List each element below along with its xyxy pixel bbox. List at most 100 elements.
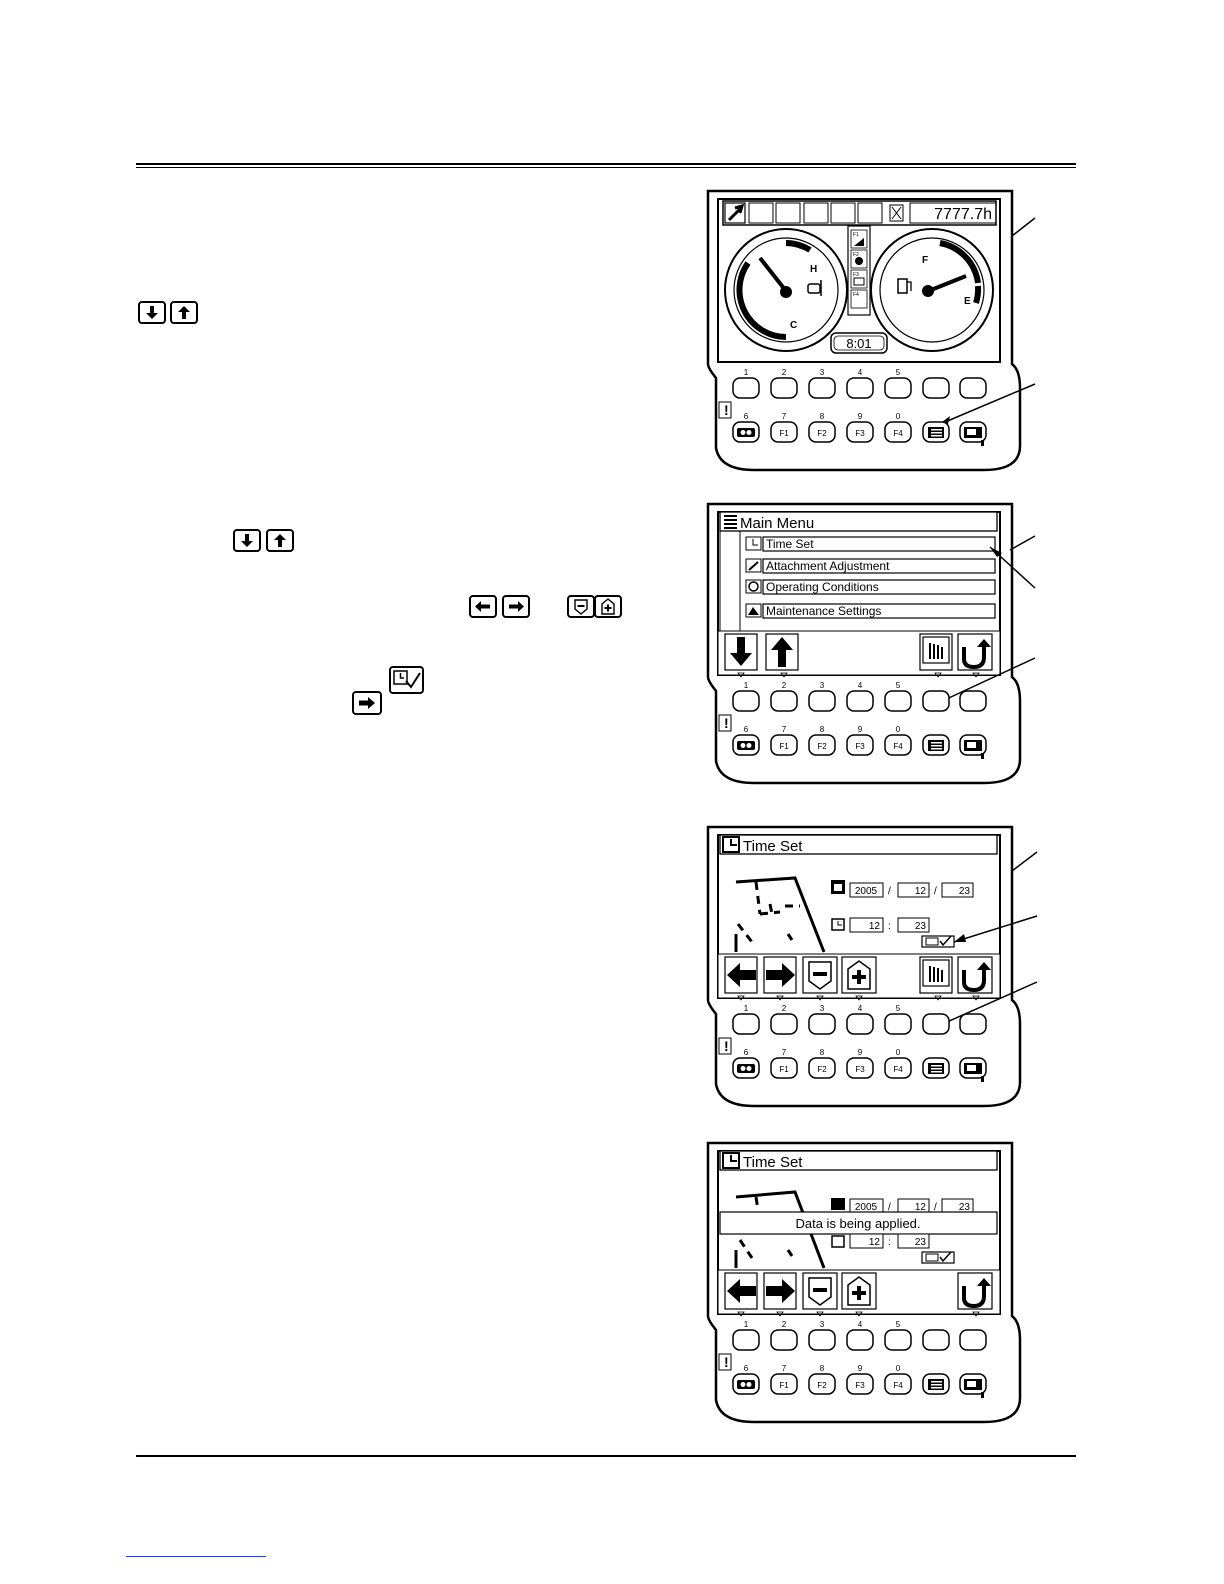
keypad-number-label: 5 [896, 1320, 901, 1329]
keypad-f-label: F3 [855, 429, 865, 438]
keypad-function-button[interactable] [808, 1057, 836, 1079]
down-arrow-icon [233, 529, 261, 552]
keypad-function-button[interactable] [846, 734, 874, 756]
keypad-function-button[interactable] [884, 1373, 912, 1395]
keypad-function-button[interactable] [884, 421, 912, 443]
keypad-number-label: 0 [896, 1364, 901, 1373]
screen-switch-icon [964, 427, 984, 446]
right-arrow-icon [763, 956, 797, 994]
calendar-icon [831, 880, 845, 894]
keypad-button-2[interactable] [770, 377, 798, 399]
keypad-function-button[interactable] [846, 421, 874, 443]
keypad-button-5[interactable] [884, 690, 912, 712]
confirm-check-icon[interactable] [921, 935, 955, 948]
keypad-number-label: 0 [896, 725, 901, 734]
keypad-number-label: 3 [820, 1320, 825, 1329]
svg-text::: : [888, 1237, 891, 1248]
camera-icon [737, 1064, 755, 1073]
menu-item-operating-conditions[interactable]: Operating Conditions [745, 579, 996, 595]
keypad-function-button[interactable] [846, 1057, 874, 1079]
keypad-button-7[interactable] [959, 377, 987, 399]
fuel-full-label: F [922, 255, 928, 266]
minute-field[interactable]: 23 [915, 921, 927, 932]
keypad-button-4[interactable] [846, 1329, 874, 1351]
fuel-pump-icon [897, 278, 912, 294]
menu-icon [928, 427, 944, 438]
keypad-button-6[interactable] [922, 690, 950, 712]
keypad-function-button[interactable] [770, 421, 798, 443]
keypad-button-6[interactable] [922, 1013, 950, 1035]
keypad-button-7[interactable] [959, 690, 987, 712]
map-illustration [734, 876, 826, 953]
keypad-button-2[interactable] [770, 1329, 798, 1351]
hour-field[interactable]: 12 [869, 921, 881, 932]
svg-text:/: / [934, 886, 937, 897]
confirm-check-icon [921, 1251, 955, 1264]
keypad-function-button[interactable] [884, 734, 912, 756]
keypad-number-label: 4 [858, 681, 863, 690]
keypad-button-3[interactable] [808, 690, 836, 712]
screen-title: Time Set [743, 838, 803, 855]
keypad-button-6[interactable] [922, 377, 950, 399]
keypad-button-4[interactable] [846, 1013, 874, 1035]
keypad-button-7[interactable] [959, 1013, 987, 1035]
keypad-button-4[interactable] [846, 690, 874, 712]
keypad-function-button[interactable] [846, 1373, 874, 1395]
fuel-empty-label: E [964, 296, 971, 307]
svg-text:F3: F3 [853, 272, 859, 278]
keypad-f-label: F2 [817, 1065, 827, 1074]
keypad-function-button[interactable] [770, 1373, 798, 1395]
keypad-button-5[interactable] [884, 377, 912, 399]
keypad-button-5[interactable] [884, 1013, 912, 1035]
keypad-button-3[interactable] [808, 377, 836, 399]
figure-data-applying: Time Set 2005 / 12 / 23 Data is being ap… [700, 1140, 1022, 1440]
keypad-button-1[interactable] [732, 1013, 760, 1035]
warning-mark: ! [724, 1038, 729, 1054]
month-field[interactable]: 12 [915, 886, 927, 897]
day-field[interactable]: 23 [959, 886, 971, 897]
keypad-f-label: F4 [893, 1381, 903, 1390]
svg-text:F4: F4 [853, 292, 859, 298]
keypad-button-7[interactable] [959, 1329, 987, 1351]
keypad-button-2[interactable] [770, 690, 798, 712]
header-rule [136, 163, 1076, 168]
keypad-number-label: 6 [744, 1364, 749, 1373]
clock-icon [722, 1152, 740, 1169]
right-arrow-icon [502, 595, 530, 618]
keypad-button-4[interactable] [846, 377, 874, 399]
keypad-function-button[interactable] [884, 1057, 912, 1079]
minus-icon [802, 956, 838, 994]
keypad-function-button[interactable] [808, 734, 836, 756]
keypad-function-button[interactable] [770, 734, 798, 756]
keypad-function-button[interactable] [808, 421, 836, 443]
hour-meter-value: 7777.7h [934, 206, 992, 223]
svg-text:/: / [934, 1202, 937, 1213]
keypad-button-3[interactable] [808, 1013, 836, 1035]
plus-icon [841, 1272, 877, 1310]
keypad-function-button[interactable] [808, 1373, 836, 1395]
menu-list-icon [724, 515, 737, 529]
svg-text:Time Set: Time Set [766, 537, 814, 551]
up-arrow-icon [170, 301, 198, 324]
keypad-function-button[interactable] [770, 1057, 798, 1079]
menu-item-time-set[interactable]: Time Set [745, 536, 996, 552]
keypad-button-1[interactable] [732, 377, 760, 399]
keypad-button-1[interactable] [732, 690, 760, 712]
keypad-number-label: 1 [744, 681, 749, 690]
keypad-number-label: 8 [820, 412, 825, 421]
keypad-number-label: 1 [744, 1004, 749, 1013]
keypad-button-5[interactable] [884, 1329, 912, 1351]
keypad-button-3[interactable] [808, 1329, 836, 1351]
keypad-button-2[interactable] [770, 1013, 798, 1035]
menu-item-maintenance-settings[interactable]: Maintenance Settings [745, 603, 996, 619]
year-field[interactable]: 2005 [855, 886, 878, 897]
screen-switch-icon [964, 740, 984, 759]
keypad-number-label: 0 [896, 1048, 901, 1057]
keypad-button-1[interactable] [732, 1329, 760, 1351]
menu-item-attachment-adjustment[interactable]: Attachment Adjustment [745, 558, 996, 574]
keypad-number-label: 8 [820, 1048, 825, 1057]
keypad-button-6[interactable] [922, 1329, 950, 1351]
plus-icon [594, 595, 622, 618]
